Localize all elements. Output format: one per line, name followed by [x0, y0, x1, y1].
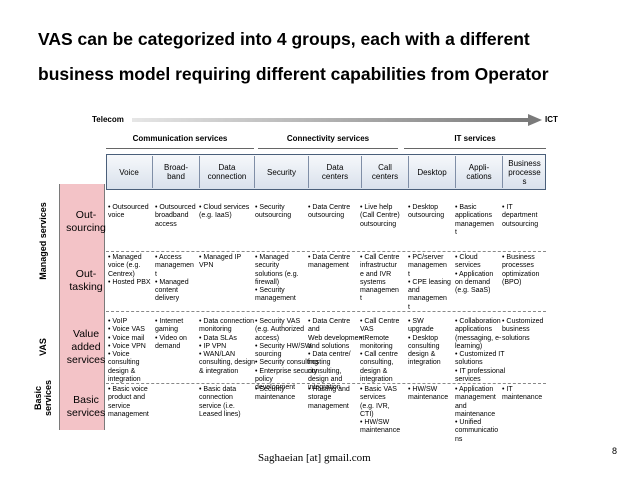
telecom-ict-arrow [132, 114, 542, 126]
cell-outsourcing-broadband: • Outsourced broadband access [155, 204, 196, 228]
category-divider [254, 156, 255, 188]
cell-outtasking-security: • Managed security solutions (e.g. firew… [255, 254, 299, 303]
row-label-outsourcing: Out- sourcing [66, 209, 106, 234]
cell-outtasking-business-processes: • Business processes optimization (BPO) [502, 254, 540, 286]
group-communication: Communication services [132, 134, 228, 143]
row-separator [106, 383, 546, 384]
category-business-processes: Business processe s [508, 158, 541, 186]
cell-outsourcing-data-connection: • Cloud services (e.g. IaaS) [199, 204, 250, 220]
row-label-basic: Basic services [66, 394, 106, 419]
cell-outsourcing-applications: • Basic applications managemen t [455, 204, 494, 236]
group-connectivity-line [258, 148, 398, 149]
cell-outsourcing-desktop: • Desktop outsourcing [408, 204, 445, 220]
category-security: Security [267, 167, 296, 177]
cell-vas-applications: • Collaboration applications (messaging,… [455, 318, 506, 384]
cell-vas-call-centers: • Call Centre VAS • Remote monitoring • … [360, 318, 400, 384]
row-separator [106, 311, 546, 312]
cell-vas-security: • Security VAS (e.g. Authorized access) … [255, 318, 319, 392]
cell-outtasking-broadband: • Access managemen t • Managed content d… [155, 254, 194, 303]
category-divider [199, 156, 200, 188]
cell-outsourcing-business-processes: • IT department outsourcing [502, 204, 539, 228]
category-divider [308, 156, 309, 188]
category-divider [455, 156, 456, 188]
group-connectivity: Connectivity services [286, 134, 370, 143]
row-label-vas: Value added services [66, 327, 106, 366]
cell-basic-voice: • Basic voice product and service manage… [108, 386, 149, 418]
axis-left-label: Telecom [92, 115, 124, 124]
category-divider [502, 156, 503, 188]
cell-basic-call-centers: • Basic VAS services (e.g. IVR, CTI) • H… [360, 386, 401, 435]
title-line-1: VAS can be categorized into 4 groups, ea… [38, 29, 530, 49]
cell-outtasking-voice: • Managed voice (e.g. Centrex) • Hosted … [108, 254, 151, 286]
cell-basic-desktop: • HW/SW maintenance [408, 386, 449, 402]
cell-vas-data-connection: • Data connection monitoring • Data SLAs… [199, 318, 256, 375]
cell-outsourcing-voice: • Outsourced voice [108, 204, 149, 220]
cell-outsourcing-call-centers: • Live help (Call Centre) outsourcing [360, 204, 400, 228]
category-broadband: Broad- band [163, 163, 188, 181]
cell-vas-business-processes: • Customized business solutions [502, 318, 544, 342]
cell-vas-voice: • VoIP • Voice VAS • Voice mail • Voice … [108, 318, 146, 384]
category-header-bar [106, 154, 546, 190]
category-data-centers: Data centers [321, 163, 349, 181]
group-it-line [404, 148, 546, 149]
page-number: 8 [612, 446, 618, 456]
cell-basic-applications: • Application management and maintenance… [455, 386, 499, 443]
cell-outtasking-call-centers: • Call Centre infrastructur e and IVR sy… [360, 254, 400, 303]
category-voice: Voice [119, 167, 139, 177]
cell-outtasking-data-connection: • Managed IP VPN [199, 254, 242, 270]
cell-basic-security: • Security maintenance [255, 386, 296, 402]
title-line-2: business model requiring different capab… [38, 64, 549, 84]
category-divider [408, 156, 409, 188]
cell-basic-business-processes: • IT maintenance [502, 386, 543, 402]
category-data-connection: Data connection [207, 163, 247, 181]
cell-outsourcing-data-centers: • Data Centre outsourcing [308, 204, 351, 220]
cell-vas-broadband: • Internet gaming • Video on demand [155, 318, 187, 350]
category-desktop: Desktop [417, 167, 447, 177]
row-label-outtasking: Out- tasking [69, 268, 103, 293]
cell-outtasking-applications: • Cloud services • Application on demand… [455, 254, 494, 295]
row-separator [106, 251, 546, 252]
category-divider [152, 156, 153, 188]
cell-vas-desktop: • SW upgrade • Desktop consulting design… [408, 318, 441, 367]
category-call-centers: Call centers [371, 163, 399, 181]
cell-vas-data-centers: • Data Centre and Web development and so… [308, 318, 365, 392]
cell-basic-data-connection: • Basic data connection service (i.e. Le… [199, 386, 241, 418]
cell-outtasking-desktop: • PC/server managemen t • CPE leasing an… [408, 254, 451, 311]
axis-right-label: ICT [545, 115, 558, 124]
cell-outsourcing-security: • Security outsourcing [255, 204, 292, 220]
category-divider [361, 156, 362, 188]
category-applications: Appli- cations [466, 163, 492, 181]
group-communication-line [106, 148, 254, 149]
group-it: IT services [454, 134, 496, 143]
footer-email: Saghaeian [at] gmail.com [258, 452, 371, 464]
cell-outtasking-data-centers: • Data Centre management [308, 254, 351, 270]
row-label-column [59, 184, 105, 430]
cell-basic-data-centers: • Hosting and storage management [308, 386, 350, 410]
